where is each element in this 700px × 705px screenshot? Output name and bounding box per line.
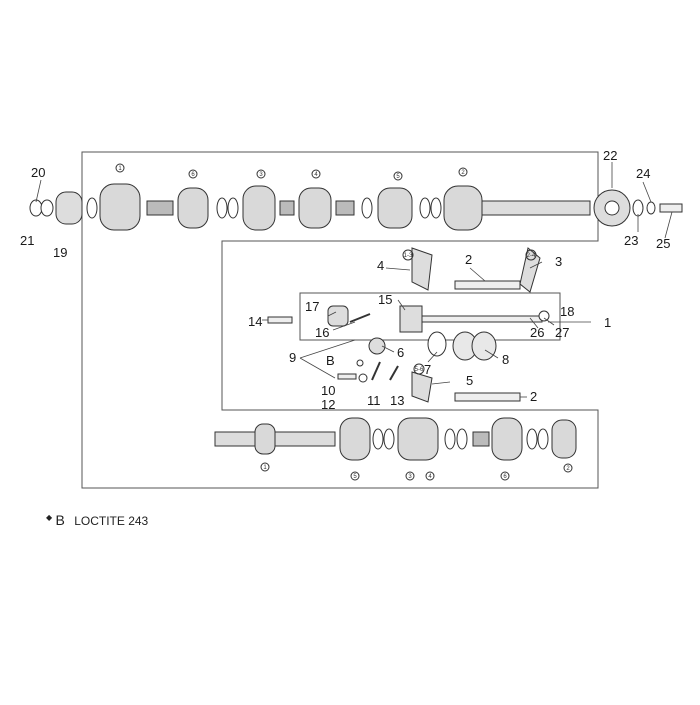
fork-mark: 5-6 (415, 367, 424, 373)
callout-b: B (326, 353, 335, 368)
bottom-shaft (214, 417, 577, 461)
leader-lines (35, 162, 673, 398)
fork-mark: 2-4 (527, 253, 536, 259)
callout-6: 6 (397, 345, 404, 360)
callout-17: 17 (305, 299, 319, 314)
callout-19: 19 (53, 245, 67, 260)
callout-2-bottom: 2 (530, 389, 537, 404)
gear-mark: 3 (259, 172, 263, 178)
callout-11: 11 (367, 393, 381, 408)
legend-key: B (55, 512, 65, 528)
gear-mark: 6 (191, 172, 195, 178)
legend-text: LOCTITE 243 (74, 514, 149, 528)
callout-16: 16 (315, 325, 329, 340)
callout-13: 13 (390, 393, 404, 408)
callout-14: 14 (248, 314, 262, 329)
fork-mark: 1-3 (404, 253, 413, 259)
callout-21: 21 (20, 233, 34, 248)
callout-7: 7 (424, 362, 431, 377)
callout-18: 18 (560, 304, 574, 319)
callout-10: 10 (321, 383, 335, 398)
callout-27: 27 (555, 325, 569, 340)
callout-12: 12 (321, 397, 335, 412)
callout-2-top: 2 (465, 252, 472, 267)
shift-mechanism (267, 247, 550, 403)
gear-mark: 2 (566, 466, 570, 472)
gear-mark: 6 (503, 474, 507, 480)
gear-markers-top: 1 6 3 4 5 2 (115, 163, 468, 181)
callout-9: 9 (289, 350, 296, 365)
callout-8: 8 (502, 352, 509, 367)
callout-1: 1 (604, 315, 611, 330)
legend: ◆ B LOCTITE 243 (46, 512, 148, 528)
callout-23: 23 (624, 233, 638, 248)
fork-markers: 1-3 2-4 5-6 (402, 249, 537, 375)
gear-mark: 1 (118, 166, 122, 172)
gear-mark: 5 (353, 474, 357, 480)
callout-4: 4 (377, 258, 384, 273)
top-shaft (29, 183, 683, 231)
fork-subassembly-frame (299, 292, 561, 341)
callout-5: 5 (466, 373, 473, 388)
callout-3: 3 (555, 254, 562, 269)
gear-mark: 1 (263, 465, 267, 471)
callout-22: 22 (603, 148, 617, 163)
legend-glyph: ◆ (46, 513, 53, 522)
gear-mark: 3 (408, 474, 412, 480)
callout-25: 25 (656, 236, 670, 251)
gear-markers-bottom: 1 5 3 4 6 2 (260, 462, 573, 481)
callout-26: 26 (530, 325, 544, 340)
gear-mark: 2 (461, 170, 465, 176)
callout-24: 24 (636, 166, 650, 181)
callouts: 1 2 2 3 4 5 6 7 8 9 10 11 12 13 14 15 16… (20, 148, 670, 412)
gear-mark: 4 (428, 474, 432, 480)
gear-mark: 5 (396, 174, 400, 180)
assembly-frame (81, 151, 599, 489)
callout-15: 15 (378, 292, 392, 307)
gear-mark: 4 (314, 172, 318, 178)
callout-20: 20 (31, 165, 45, 180)
